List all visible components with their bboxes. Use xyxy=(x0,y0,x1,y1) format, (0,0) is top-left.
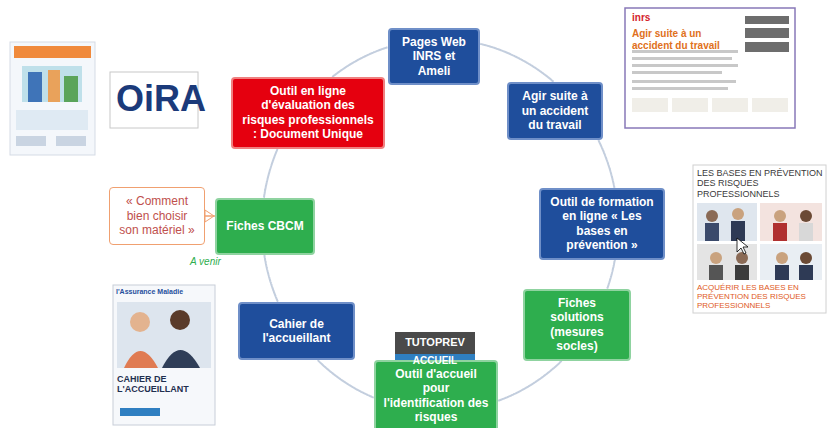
box-text: Outil en ligne d'évaluation des risques … xyxy=(239,84,377,142)
box-text: Fiches solutions (mesures socles) xyxy=(531,296,623,354)
process-box: Cahier de l'accueillant xyxy=(238,302,355,360)
logo-text: inrs xyxy=(632,12,672,24)
ring-connector xyxy=(480,44,553,82)
training-picture xyxy=(693,165,826,313)
process-box: Pages Web INRS et Ameli xyxy=(388,28,480,85)
ring-connector xyxy=(598,140,614,188)
box-text: Pages Web INRS et Ameli xyxy=(396,35,472,78)
logo-frame xyxy=(110,72,198,128)
box-text: Fiches CBCM xyxy=(226,219,303,233)
ring-connector xyxy=(264,255,278,302)
box-text: Outil de formation en ligne « Les bases … xyxy=(547,195,657,253)
brochure-picture xyxy=(10,42,95,155)
highlight-box: Outil en ligne d'évaluation des risques … xyxy=(231,77,385,149)
logo-text: ACCUEIL xyxy=(397,355,473,367)
picture-caption: ACQUÉRIR LES BASES EN PRÉVENTION DES RIS… xyxy=(697,283,823,311)
ring-connector xyxy=(332,47,387,77)
process-box: Fiches solutions (mesures socles) xyxy=(523,289,631,361)
box-text: Outil d'accueil pour l'identification de… xyxy=(382,367,490,425)
box-text: « Comment bien choisir son matériel » xyxy=(116,194,198,237)
process-box: Fiches CBCM xyxy=(215,198,315,255)
callout-box: « Comment bien choisir son matériel » xyxy=(109,187,205,245)
ring-connector xyxy=(264,149,278,198)
booklet-cover xyxy=(113,285,215,425)
note: A venir xyxy=(190,256,250,268)
page-title: Agir suite à un accident du travail xyxy=(632,28,740,51)
logo-text: l'Assurance Maladie xyxy=(116,288,212,296)
box-text: Agir suite à un accident du travail xyxy=(515,89,595,132)
process-box: Outil d'accueil pour l'identification de… xyxy=(374,360,498,428)
picture-title: LES BASES EN PRÉVENTION DES RISQUES PROF… xyxy=(697,168,823,199)
ring-connector xyxy=(318,360,374,398)
callout-connector xyxy=(205,215,215,217)
logo-text: TUTOPREV xyxy=(397,336,473,349)
callout-tail xyxy=(205,210,214,222)
logo-text: OiRA xyxy=(116,78,194,119)
process-box: Outil de formation en ligne « Les bases … xyxy=(539,188,665,260)
process-box: Agir suite à un accident du travail xyxy=(507,82,603,140)
ring-connector xyxy=(498,361,561,401)
box-text: Cahier de l'accueillant xyxy=(246,317,347,346)
webpage-screenshot xyxy=(625,8,795,128)
ring-connector xyxy=(607,260,615,289)
booklet-title: CAHIER DE L'ACCUEILLANT xyxy=(117,374,211,395)
